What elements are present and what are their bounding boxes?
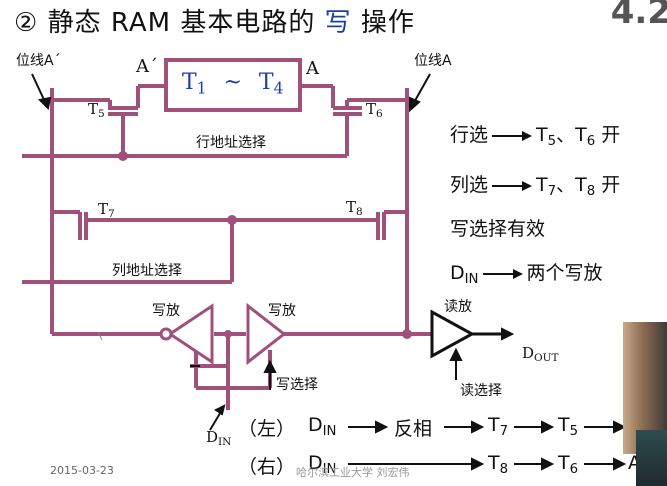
slide-date: 2015-03-23 xyxy=(50,464,114,477)
write-amp-left xyxy=(167,303,214,365)
d-out-label: DOUT xyxy=(522,344,559,364)
node-a-label: A xyxy=(306,58,319,79)
flow-right-t8: T8 xyxy=(488,452,509,477)
flow-left-invert: 反相 xyxy=(394,418,433,440)
read-amp-label: 读放 xyxy=(444,299,472,315)
bitline-left-label: 位线A´ xyxy=(16,53,61,69)
node-a-prime-label: A´ xyxy=(136,56,158,77)
t8-label: T8 xyxy=(346,198,363,218)
bitline-right-label: 位线A xyxy=(414,53,452,69)
flow-left-tag: （左） xyxy=(238,418,296,440)
title-prefix: 静态 RAM 基本电路的 xyxy=(47,8,316,38)
read-select-label: 读选择 xyxy=(460,383,502,399)
t6-label: T6 xyxy=(366,100,383,120)
title-suffix: 操作 xyxy=(360,8,415,38)
rule-write-valid: 写选择有效 xyxy=(450,218,546,240)
inversion-bubble xyxy=(159,327,173,341)
flow-right-tag: （右） xyxy=(238,456,296,478)
cell-box xyxy=(164,58,302,112)
cell-label: T1 ~ T4 xyxy=(182,70,284,98)
slide-title: ② 静态 RAM 基本电路的 写 操作 xyxy=(14,2,415,39)
write-amp-right-label: 写放 xyxy=(268,303,296,319)
write-amp-right xyxy=(246,302,287,366)
section-number: 4.2 xyxy=(610,0,667,32)
write-select-label: 写选择 xyxy=(276,377,318,393)
title-number: ② xyxy=(14,8,39,38)
col-address-label: 列地址选择 xyxy=(112,263,182,279)
flow-right-din: DIN xyxy=(308,452,337,477)
read-amp xyxy=(430,309,476,359)
t5-label: T5 xyxy=(88,100,105,120)
flow-left-din: DIN xyxy=(308,414,337,439)
flow-left-t5: T5 xyxy=(558,414,579,439)
flow-right-t6: T6 xyxy=(558,452,579,477)
d-in-label: DIN xyxy=(206,428,232,448)
presenter-video-bottom xyxy=(636,430,667,486)
write-amp-left-label: 写放 xyxy=(152,303,180,319)
title-highlight: 写 xyxy=(324,8,352,38)
t7-label: T7 xyxy=(98,200,115,220)
row-address-label: 行地址选择 xyxy=(196,135,266,151)
flow-left-t7: T7 xyxy=(488,414,509,439)
slide-footer: 哈尔滨工业大学 刘宏伟 xyxy=(296,466,410,479)
